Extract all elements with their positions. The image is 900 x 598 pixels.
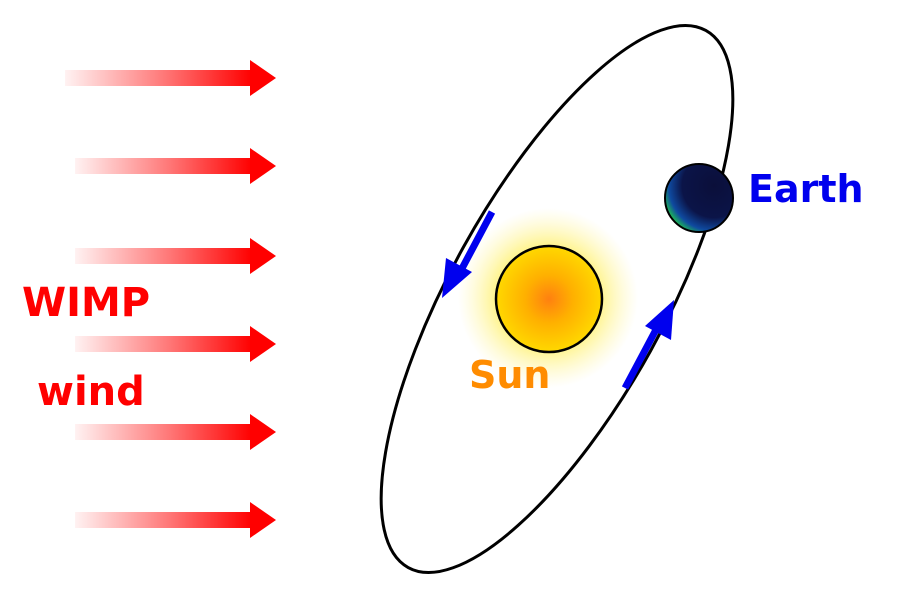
wimp-wind-arrows (65, 60, 276, 538)
earth-orbit (379, 24, 735, 574)
orbit-direction-arrow-icon (442, 210, 496, 298)
wind-arrow-1 (65, 60, 276, 96)
earth-label: Earth (748, 167, 864, 211)
right-arrow-icon (250, 238, 276, 274)
wind-arrow-2 (75, 148, 276, 184)
right-arrow-icon (250, 414, 276, 450)
right-arrow-icon (250, 60, 276, 96)
earth (664, 163, 734, 233)
sun-label: Sun (469, 353, 550, 397)
right-arrow-icon (250, 502, 276, 538)
wind-arrow-5 (75, 414, 276, 450)
wind-arrow-6 (75, 502, 276, 538)
orbit-direction-arrow-icon (621, 300, 674, 390)
right-arrow-icon (250, 148, 276, 184)
sun (494, 244, 604, 354)
right-arrow-icon (250, 326, 276, 362)
wind-label: wind (37, 369, 145, 415)
wimp-label: WIMP (22, 280, 150, 326)
wind-arrow-3 (75, 238, 276, 274)
wind-arrow-4 (75, 326, 276, 362)
